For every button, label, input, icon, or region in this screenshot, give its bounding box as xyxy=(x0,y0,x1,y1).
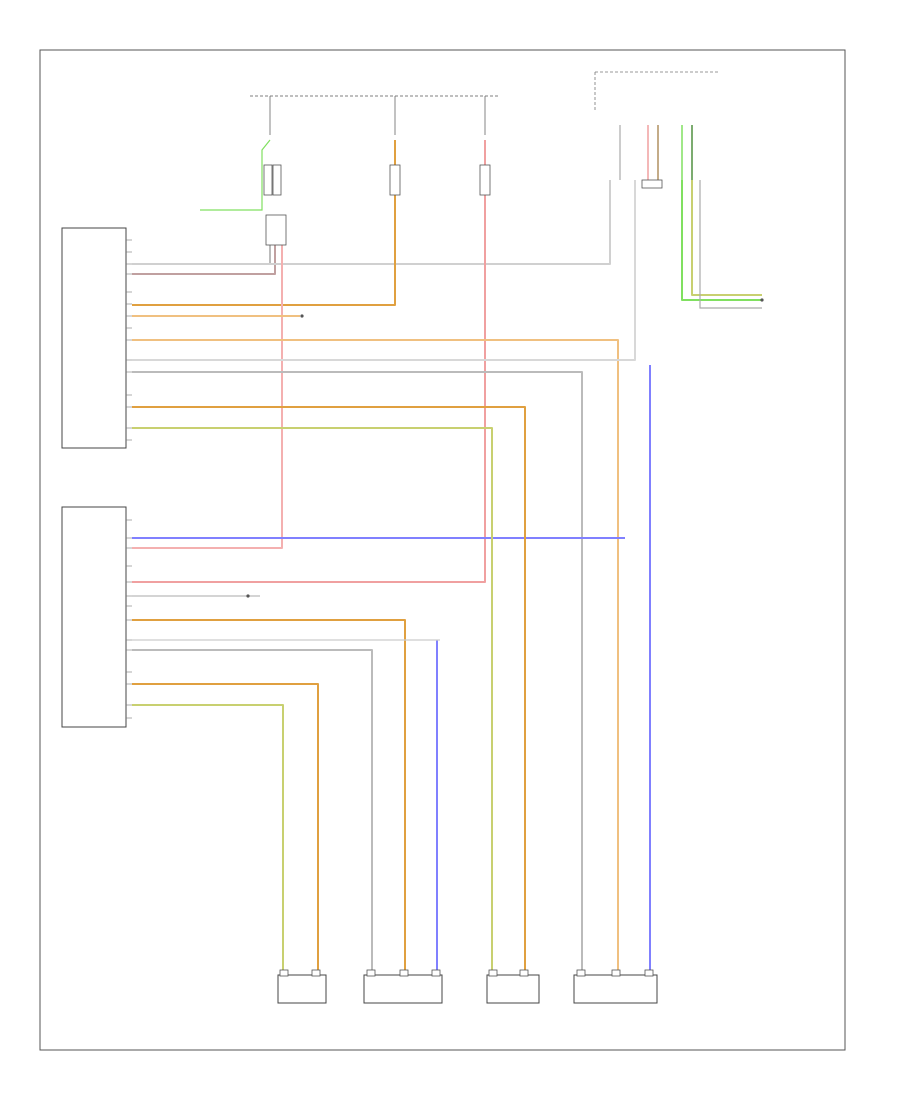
wire-green-harness-2 xyxy=(691,180,762,296)
splice-points xyxy=(246,298,764,598)
inline-connectors xyxy=(263,164,663,246)
switch-front-recline xyxy=(486,969,540,1004)
wire-orange-front-lower xyxy=(132,406,526,970)
wire-green-harness-1 xyxy=(681,180,762,301)
rear-seat-control-module xyxy=(61,506,127,728)
wire-gray-front-4 xyxy=(132,371,583,970)
wire-front-gray-1 xyxy=(132,215,271,265)
switch-front-lumbar xyxy=(573,969,658,1004)
wire-orange-fuse2-front xyxy=(132,140,396,306)
wire-green-ground-splice xyxy=(200,139,271,211)
wire-orange-rear-2 xyxy=(132,683,319,970)
wire-yellowgreen-front-lower xyxy=(132,427,493,970)
switch-rear-lumbar xyxy=(363,969,443,1004)
wire-red-fuse3-rear xyxy=(132,140,486,583)
wire-gray-front-3 xyxy=(132,180,636,361)
right-connector-drops xyxy=(619,125,693,185)
fuse-drops xyxy=(269,96,486,135)
front-seat-control-module xyxy=(61,227,127,449)
wire-gray-harness-3 xyxy=(699,180,762,309)
module-pin-ticks xyxy=(126,239,132,719)
diagram-frame xyxy=(39,49,846,1051)
wire-tan-front-2 xyxy=(132,339,619,970)
wire-yellowgreen-rear-2 xyxy=(132,704,284,970)
wire-gray-rear-1 xyxy=(132,649,373,970)
switch-rear-recline xyxy=(277,969,327,1004)
wire-gray-long-right xyxy=(132,180,611,265)
wire-pink-splice-rear xyxy=(132,215,283,549)
wire-orange-rear-1 xyxy=(132,619,406,970)
wire-front-gray-2 xyxy=(132,215,276,275)
